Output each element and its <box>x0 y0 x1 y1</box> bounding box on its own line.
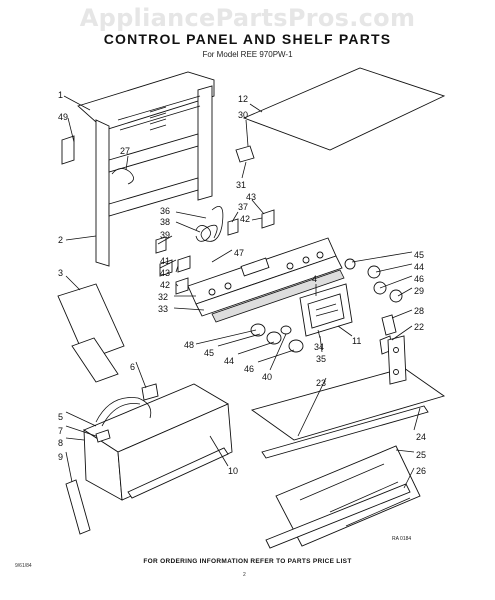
page-code: 9/61/84 <box>15 563 32 569</box>
callout-47: 47 <box>234 248 244 258</box>
callout-24: 24 <box>416 432 426 442</box>
watermark: AppliancePartsPros.com <box>79 4 416 32</box>
callout-48: 48 <box>184 340 194 350</box>
callout-45-a: 45 <box>414 250 424 260</box>
callout-44-b: 44 <box>224 356 234 366</box>
bracket-22 <box>387 335 407 385</box>
model-subtitle: For Model REE 970PW-1 <box>202 50 293 59</box>
lower-shelf <box>250 367 446 549</box>
panel-frame <box>61 71 215 267</box>
callout-39: 39 <box>160 230 170 240</box>
callout-1: 1 <box>58 90 63 100</box>
knobs-lower <box>250 323 304 353</box>
callout-30: 30 <box>238 110 248 120</box>
callout-2: 2 <box>58 235 63 245</box>
callout-43-b: 43 <box>160 268 170 278</box>
thermostat-coil <box>195 206 224 242</box>
callout-41: 41 <box>160 256 170 266</box>
callout-37: 37 <box>238 202 248 212</box>
callout-31: 31 <box>236 180 246 190</box>
timer-clock <box>299 283 353 337</box>
callout-6: 6 <box>130 362 135 372</box>
callout-35: 35 <box>316 354 326 364</box>
callout-42-a: 42 <box>240 214 250 224</box>
callout-9: 9 <box>58 452 63 462</box>
callout-27: 27 <box>120 146 130 156</box>
callout-36: 36 <box>160 206 170 216</box>
callout-4: 4 <box>312 274 317 284</box>
footer-note: FOR ORDERING INFORMATION REFER TO PARTS … <box>143 558 352 565</box>
shelf-plate <box>235 67 446 163</box>
callout-25: 25 <box>416 450 426 460</box>
callout-34: 34 <box>314 342 324 352</box>
page-title: CONTROL PANEL AND SHELF PARTS <box>103 31 392 47</box>
callout-49: 49 <box>58 112 68 122</box>
page-number: 2 <box>243 572 246 578</box>
callout-7: 7 <box>58 426 63 436</box>
callout-29: 29 <box>414 286 424 296</box>
callout-40: 40 <box>262 372 272 382</box>
callout-32: 32 <box>158 292 168 302</box>
callout-8: 8 <box>58 438 63 448</box>
callout-23: 23 <box>316 378 326 388</box>
callout-44-a: 44 <box>414 262 424 272</box>
callout-12: 12 <box>238 94 248 104</box>
strip-9 <box>65 479 91 535</box>
callout-11: 11 <box>352 336 361 346</box>
callout-26: 26 <box>416 466 426 476</box>
figure-ref: RA 0184 <box>392 536 411 542</box>
callout-43-a: 43 <box>246 192 256 202</box>
control-panel <box>187 237 345 323</box>
callout-33: 33 <box>158 304 168 314</box>
callout-45-b: 45 <box>204 348 214 358</box>
callout-46-a: 46 <box>414 274 424 284</box>
callout-5: 5 <box>58 412 63 422</box>
callout-46-b: 46 <box>244 364 254 374</box>
side-panel <box>57 283 125 383</box>
callout-3: 3 <box>58 268 63 278</box>
callout-42-b: 42 <box>160 280 170 290</box>
callout-38: 38 <box>160 217 170 227</box>
leader-lines <box>63 95 421 489</box>
callout-28: 28 <box>414 306 424 316</box>
callout-22: 22 <box>414 322 424 332</box>
drawer-assembly <box>83 383 233 501</box>
callout-10: 10 <box>228 466 238 476</box>
